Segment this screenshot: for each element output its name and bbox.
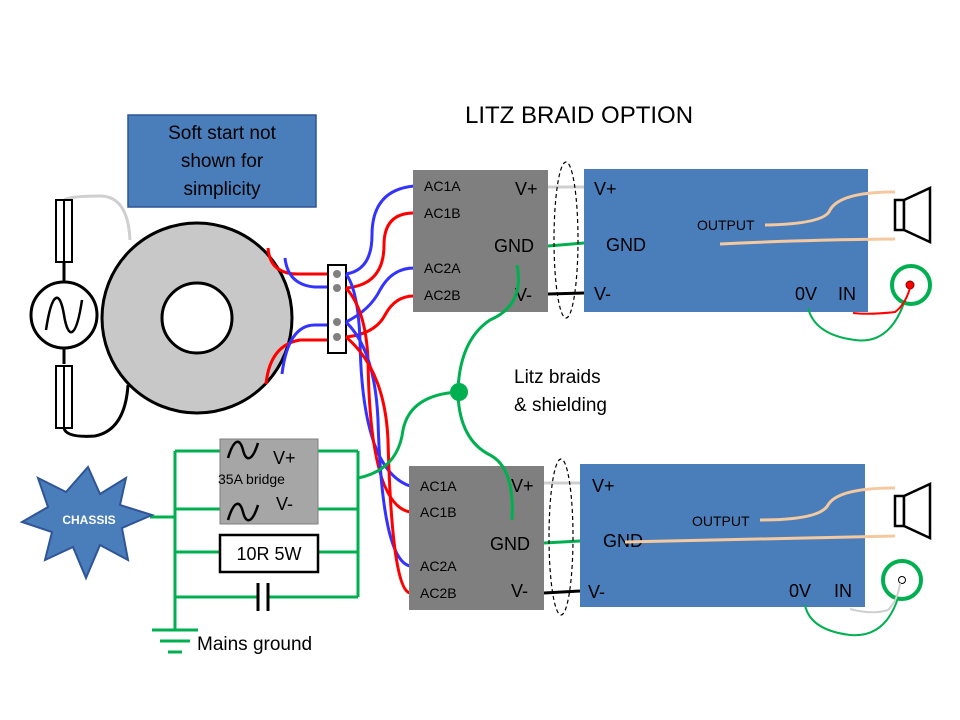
braid-label-line-2: & shielding [514,395,607,416]
fuse-icon [55,199,73,263]
amp-board-bottom: V+ GND V- OUTPUT 0V IN [580,464,865,607]
amp-bottom-gnd: GND [603,531,643,551]
ac-wave-icon [226,440,260,460]
ground-symbol-icon [152,628,198,654]
psu-top-ac1b: AC1B [424,205,461,221]
amp-bottom-output: OUTPUT [692,513,750,529]
litz-shield-top [553,161,579,319]
psu-top-ac2a: AC2A [424,260,461,276]
psu-bottom-ac2a: AC2A [420,558,457,574]
amp-top-vplus: V+ [594,179,617,199]
bridge-vminus: V- [276,494,293,514]
psu-board-bottom: AC1A AC1B AC2A AC2B V+ GND V- [409,466,544,610]
amp-bottom-0v: 0V [789,581,811,601]
soft-start-note: Soft start not shown for simplicity [127,114,317,208]
psu-top-vplus: V+ [515,179,538,199]
resistor-label: 10R 5W [236,544,301,564]
amp-top-gnd: GND [606,235,646,255]
psu-bottom-ac1b: AC1B [420,504,457,520]
psu-top-vminus: V- [515,285,532,305]
psu-top-ac2b: AC2B [424,287,461,303]
input-wires-top [807,287,911,342]
terminal-block [327,264,347,354]
rca-input-icon [881,559,923,601]
fuse-icon [55,365,73,429]
amp-bottom-vminus: V- [588,582,605,602]
capacitor-icon [256,583,270,611]
braid-label-line-1: Litz braids [514,367,601,388]
toroidal-transformer [100,221,294,415]
amp-top-in: IN [838,284,856,304]
note-line-2: shown for [181,151,264,172]
star-ground-wiring [357,264,520,521]
chassis-label: CHASSIS [62,513,115,527]
speaker-icon [893,186,932,244]
star-ground-node [450,383,468,401]
speaker-wires-bottom [624,486,896,544]
psu-bottom-vminus: V- [511,581,528,601]
chassis-star: CHASSIS [19,465,155,581]
psu-bottom-gnd: GND [490,534,530,554]
note-line-3: simplicity [183,179,261,200]
bridge-vplus: V+ [273,448,296,468]
ground-network-wiring [150,449,360,630]
litz-shield-bottom [548,458,574,616]
amp-bottom-in: IN [834,581,852,601]
amp-top-vminus: V- [594,284,611,304]
psu-top-ac1a: AC1A [424,178,461,194]
input-wires-bottom [804,582,901,637]
ac-wave-icon [226,502,260,522]
bridge-label: 35A bridge [218,471,285,487]
bridge-rectifier: V+ 35A bridge V- [218,438,319,525]
speaker-wires-top [719,190,896,246]
rca-input-icon [890,264,932,306]
ac-source-icon [29,280,99,350]
resistor-10r: 10R 5W [218,533,320,574]
secondary-leads [264,247,330,385]
amp-bottom-vplus: V+ [592,476,615,496]
amp-top-0v: 0V [795,284,817,304]
speaker-icon [893,482,932,540]
psu-bottom-vplus: V+ [511,476,534,496]
amp-top-output: OUTPUT [697,217,755,233]
psu-top-gnd: GND [494,236,534,256]
ac-feed-wires [344,184,415,595]
diagram-title: LITZ BRAID OPTION [465,102,693,129]
note-line-1: Soft start not [168,123,276,144]
mains-wiring [62,194,132,438]
psu-bottom-ac2b: AC2B [420,585,457,601]
mains-ground-label: Mains ground [197,634,312,655]
psu-board-top: AC1A AC1B AC2A AC2B V+ GND V- [413,170,548,312]
psu-bottom-ac1a: AC1A [420,478,457,494]
